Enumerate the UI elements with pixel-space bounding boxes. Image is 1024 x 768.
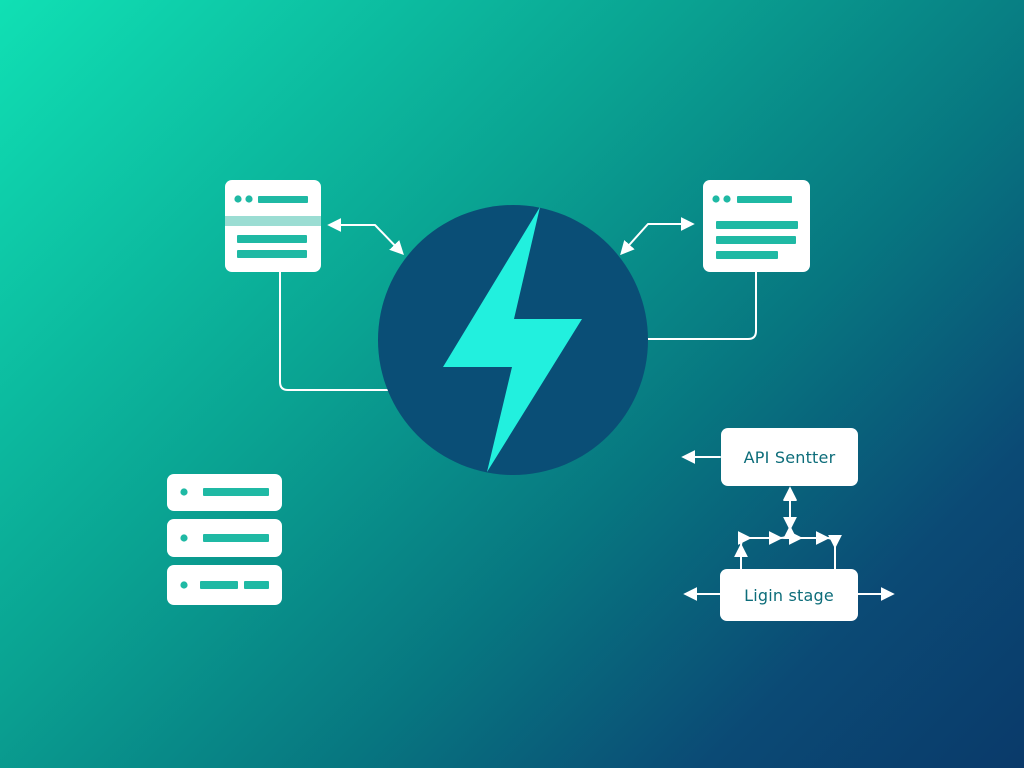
connectors (279, 217, 895, 601)
api-server-box: API Sentter (721, 428, 858, 486)
api-server-label: API Sentter (743, 447, 836, 467)
connector-left-window-to-hub (327, 218, 404, 256)
browser-window-icon-left (225, 180, 321, 272)
browser-window-icon-right (703, 180, 810, 272)
login-stage-box: Ligin stage (720, 569, 858, 621)
connector-hub-to-right-window (647, 271, 757, 340)
connector-login-to-api (741, 490, 835, 570)
connector-right-window-to-hub (620, 217, 695, 256)
lightning-bolt-icon (443, 207, 582, 472)
login-stage-label: Ligin stage (744, 585, 834, 605)
server-stack-icon (167, 474, 282, 605)
connector-left-window-down-to-hub (279, 271, 389, 391)
hub (378, 205, 648, 475)
